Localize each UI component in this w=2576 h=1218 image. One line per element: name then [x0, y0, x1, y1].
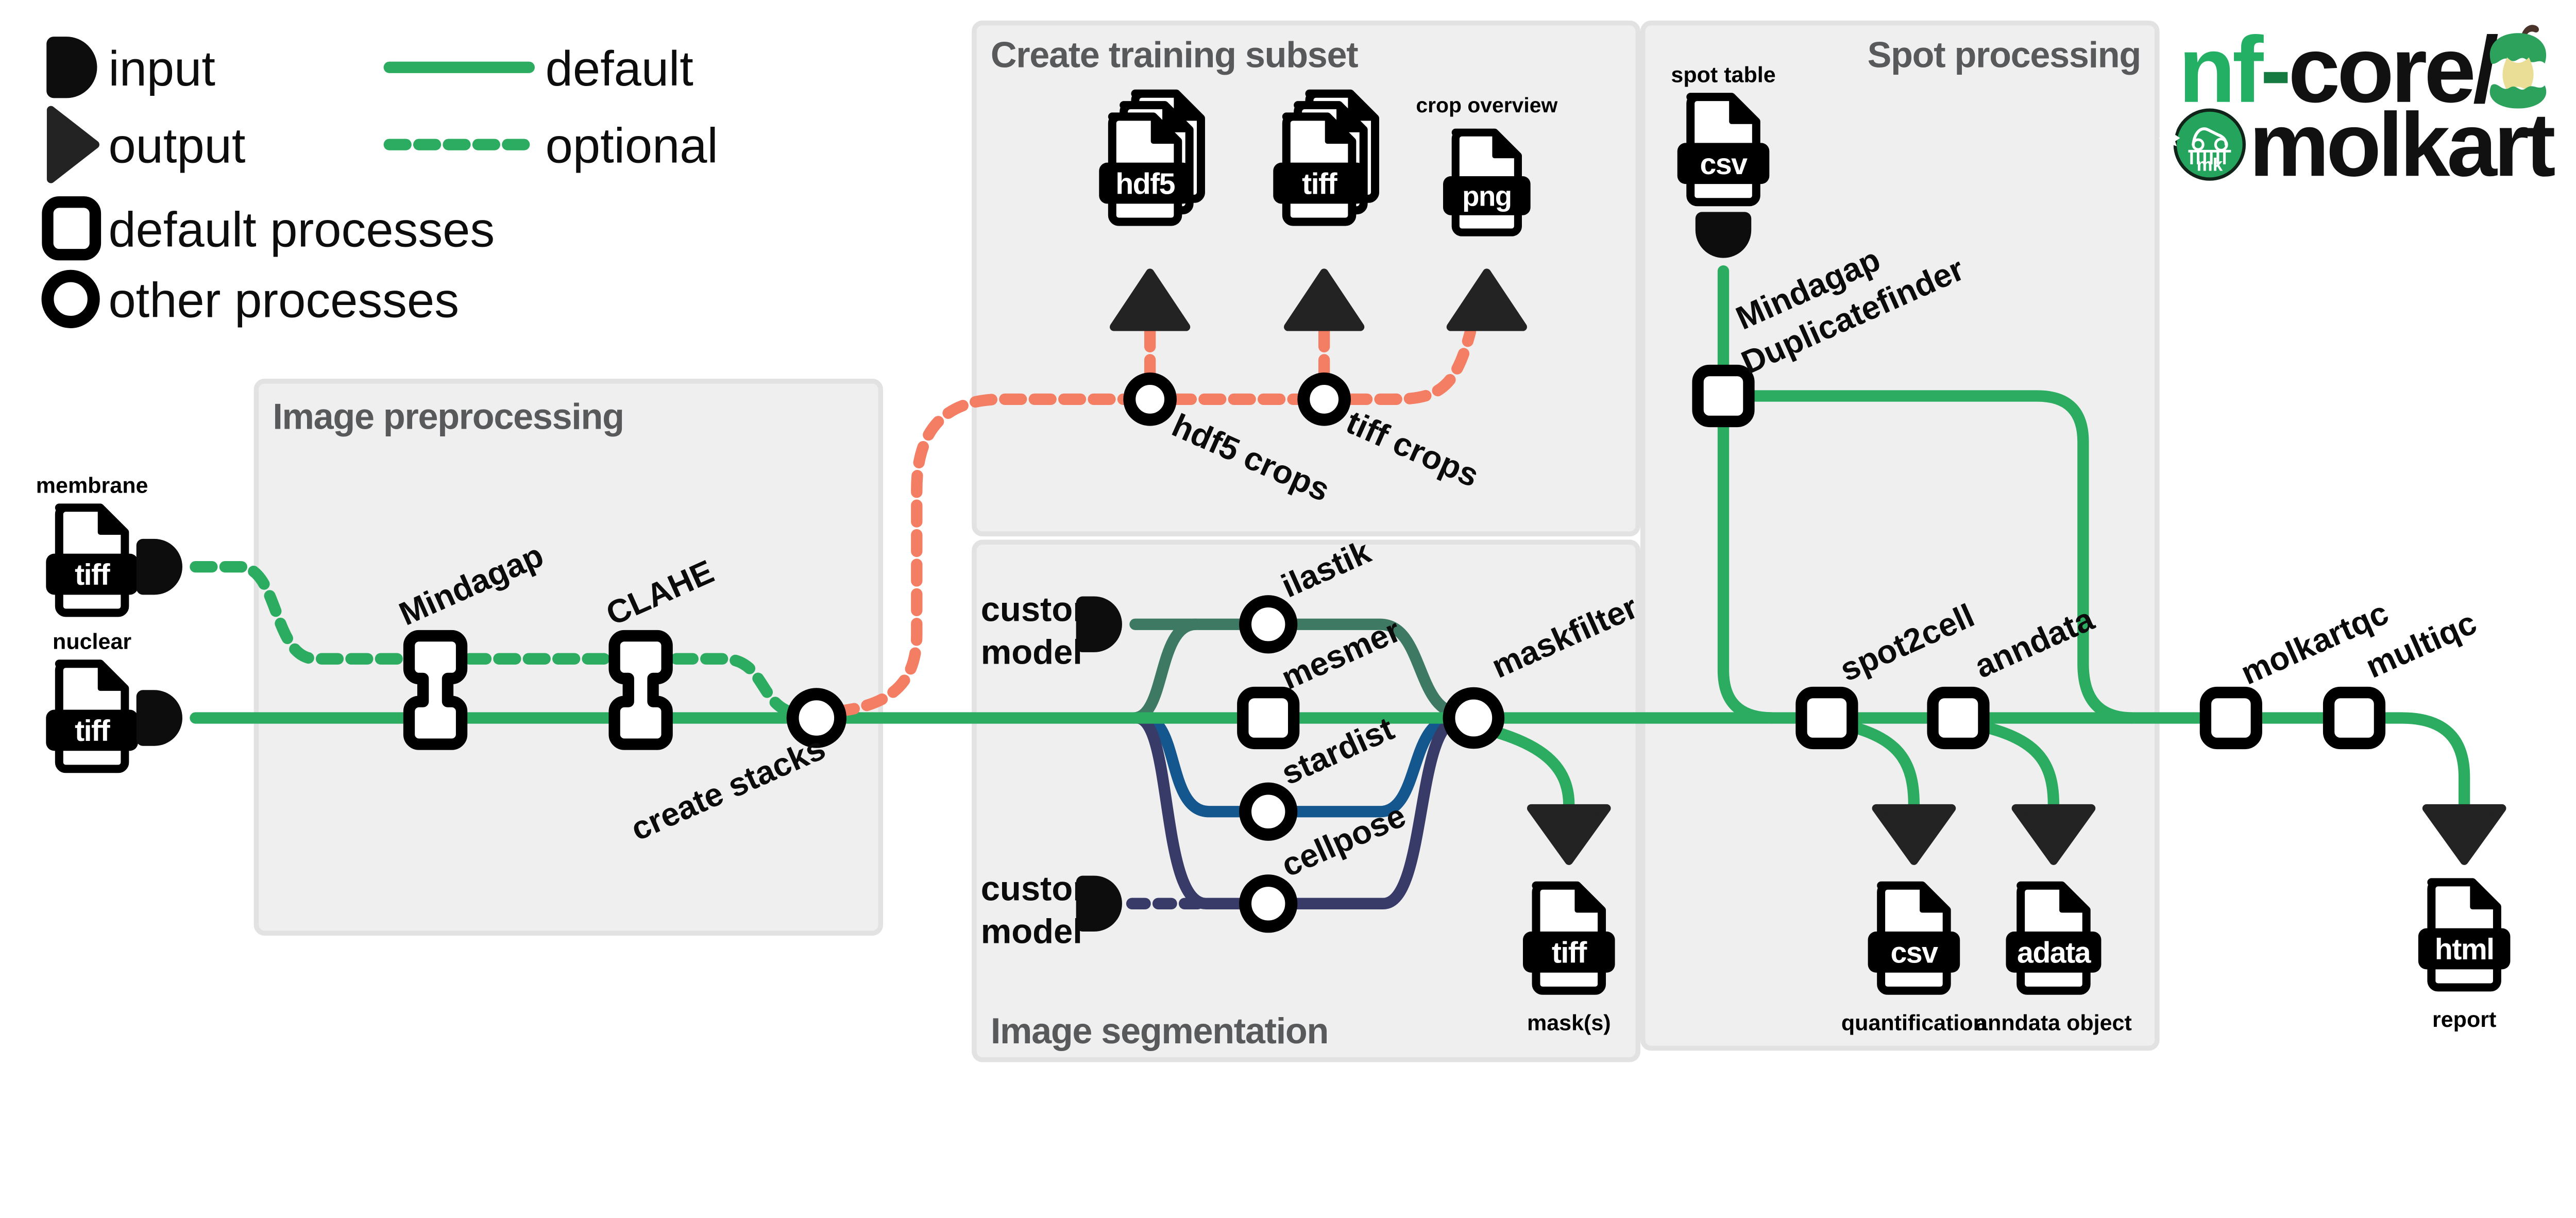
logo-nfcore-text: nf-core/ [2178, 17, 2498, 122]
ilastik-node [1239, 595, 1298, 654]
image-segmentation-box [972, 539, 1640, 1062]
png-file-ext: png [1462, 181, 1511, 212]
file-icons: membrane tiff nuclear tiff hdf5 tiff cro… [36, 62, 2511, 1035]
stardist-line [1143, 712, 1451, 818]
hdf5-crops-node [1123, 373, 1177, 426]
stardist-node [1239, 782, 1298, 841]
multiqc-node [2323, 686, 2386, 750]
adata-file-ext: adata [2017, 937, 2092, 970]
cellpose-node [1239, 874, 1298, 933]
report-output-triangle [2427, 808, 2502, 861]
legend-default-label: default [546, 41, 693, 96]
custom-model-inputs: custom model custom model [981, 590, 1122, 951]
apple-core-icon [2489, 25, 2547, 109]
process-nodes [409, 364, 2386, 933]
create-stacks-to-hdf5crops-line [832, 393, 1131, 717]
spot2cell-node [1795, 686, 1858, 750]
maskfilter-node [1443, 687, 1505, 749]
logo: nf-core/ mk molkart [2159, 17, 2558, 195]
legend-input-icon [46, 37, 97, 98]
logo-mk: mk [2197, 155, 2223, 175]
tiff-crops-node [1297, 373, 1351, 426]
legend-output-icon [46, 106, 99, 183]
membrane-tiff-file-icon: membrane tiff [36, 473, 148, 613]
spot2cell-output-line [1844, 720, 1920, 811]
png-file-icon: crop overview png [1416, 93, 1557, 232]
spot-processing-box [1640, 20, 2160, 1051]
mk-badge-icon: mk [2159, 108, 2246, 181]
quantification-csv-file-icon: csv quantification [1841, 886, 1987, 1035]
membrane-optional-line [190, 561, 801, 719]
masks-file-label: mask(s) [1527, 1010, 1611, 1035]
crop-overview-label: crop overview [1416, 93, 1557, 117]
section-title-segmentation: Image segmentation [991, 1010, 1328, 1051]
spot-table-csv-file-icon: spot table csv [1671, 62, 1776, 202]
legend-input-label: input [108, 41, 215, 96]
nuclear-file-label: nuclear [53, 630, 131, 654]
legend-output-label: output [108, 119, 245, 174]
report-file-label: report [2432, 1007, 2496, 1032]
report-html-file-icon: html report [2418, 882, 2511, 1032]
hdf5-file-ext: hdf5 [1115, 167, 1175, 200]
tiffcrops-to-png-line [1345, 326, 1477, 405]
mesmer-node [1237, 686, 1300, 750]
logo-nf: nf [2178, 17, 2264, 122]
training-optional-lines [832, 324, 1477, 717]
adata-file-label: anndata object [1975, 1010, 2132, 1035]
badge-star-icon [2159, 126, 2180, 150]
molkartqc-node [2199, 686, 2262, 750]
adata-file-icon: adata anndata object [1975, 886, 2132, 1035]
molkartqc-label: molkartqc [2235, 594, 2394, 692]
duplicatefinder-node [1692, 364, 1755, 428]
anndata-node [1927, 686, 1990, 750]
quantification-file-label: quantification [1841, 1010, 1987, 1035]
multiqc-output-line [2373, 712, 2470, 811]
logo-molkart-text: molkart [2249, 94, 2555, 195]
report-file-ext: html [2435, 933, 2494, 966]
section-title-preprocessing: Image preprocessing [273, 396, 623, 436]
pipeline-diagram: Image preprocessing Create training subs… [36, 17, 2558, 1062]
membrane-file-ext: tiff [75, 559, 110, 591]
legend-optional-label: optional [546, 119, 718, 174]
membrane-file-label: membrane [36, 473, 148, 498]
create-stacks-node [786, 688, 847, 748]
quantification-file-ext: csv [1890, 937, 1938, 970]
legend-other-process-icon [41, 269, 100, 328]
nuclear-input-icon [136, 690, 182, 746]
section-title-spot: Spot processing [1868, 35, 2141, 75]
anndata-output-line [1975, 720, 2060, 811]
membrane-input-icon [136, 538, 182, 595]
legend-default-processes-label: default processes [108, 202, 495, 257]
legend-other-processes-label: other processes [108, 273, 459, 328]
masks-file-ext: tiff [1552, 937, 1587, 970]
tiff-file-ext: tiff [1302, 167, 1337, 200]
section-title-training: Create training subset [991, 35, 1358, 75]
spot-table-ext: csv [1700, 148, 1748, 181]
tiff-file-stack-icon: tiff [1273, 94, 1375, 222]
legend: input output default optional default pr… [41, 37, 718, 328]
legend-default-process-icon [42, 196, 101, 261]
ilastik-line [1129, 618, 1462, 719]
hdf5-file-stack-icon: hdf5 [1099, 94, 1201, 222]
nuclear-tiff-file-icon: nuclear tiff [46, 630, 138, 769]
nuclear-file-ext: tiff [75, 715, 110, 748]
maskfilter-output-line [1474, 722, 1575, 811]
logo-core: core/ [2288, 17, 2498, 122]
molkart-pipeline-svg: Image preprocessing Create training subs… [36, 17, 2558, 1062]
masks-tiff-file-icon: tiff mask(s) [1522, 886, 1615, 1035]
logo-dash: - [2260, 17, 2288, 122]
custom-model-bottom-label-2: model [981, 912, 1082, 951]
custom-model-top-label-2: model [981, 633, 1082, 671]
spot-table-label: spot table [1671, 62, 1775, 87]
